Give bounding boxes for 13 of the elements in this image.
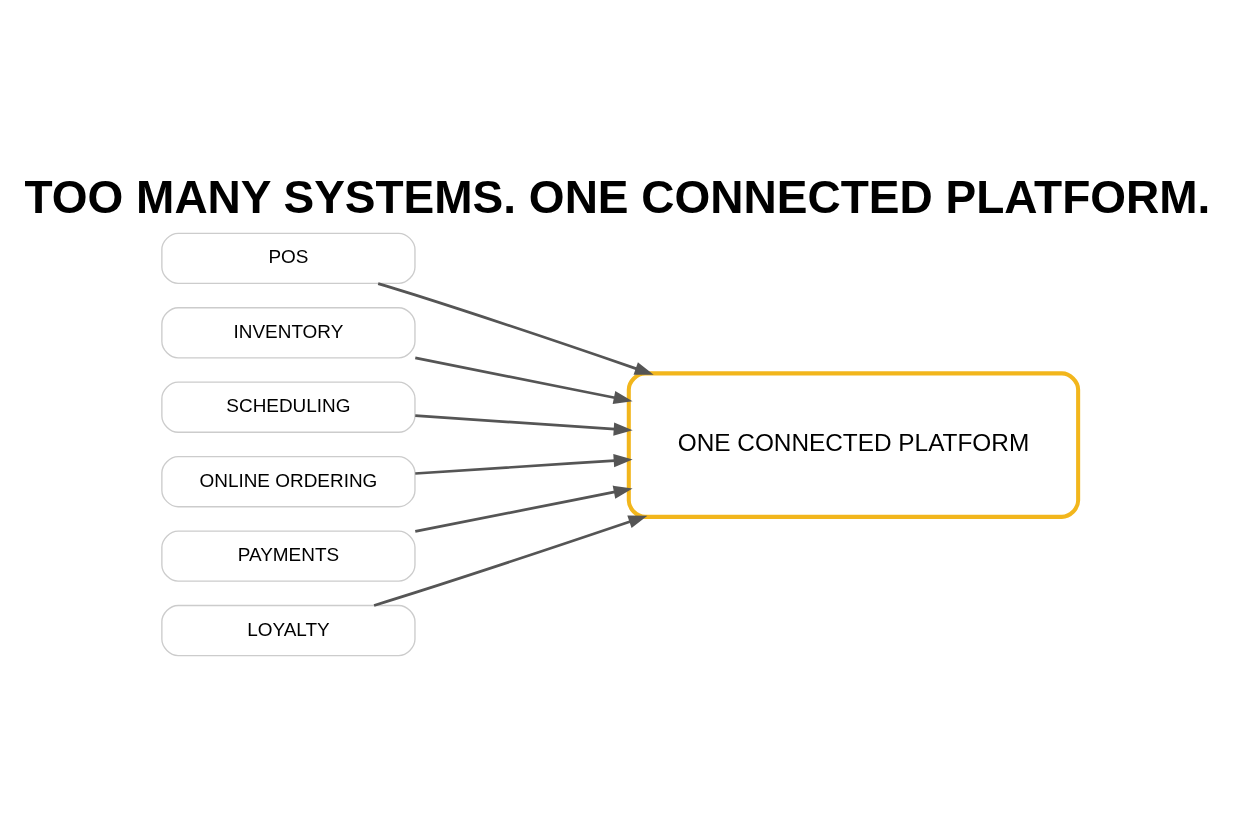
node-box: POS (161, 232, 416, 284)
arrow (415, 413, 633, 436)
arrow (415, 485, 633, 533)
node-box: INVENTORY (161, 306, 416, 358)
diagram-title: TOO MANY SYSTEMS. ONE CONNECTED PLATFORM. (24, 170, 1211, 223)
node-box: PAYMENTS (161, 529, 416, 582)
node-box: ONLINE ORDERING (161, 455, 416, 507)
arrow (415, 453, 633, 475)
node-box: ONE CONNECTED PLATFORM (626, 370, 1081, 519)
node-box: LOYALTY (161, 604, 416, 656)
node-box: SCHEDULING (161, 381, 416, 433)
arrow (373, 515, 648, 607)
arrow (415, 356, 633, 404)
